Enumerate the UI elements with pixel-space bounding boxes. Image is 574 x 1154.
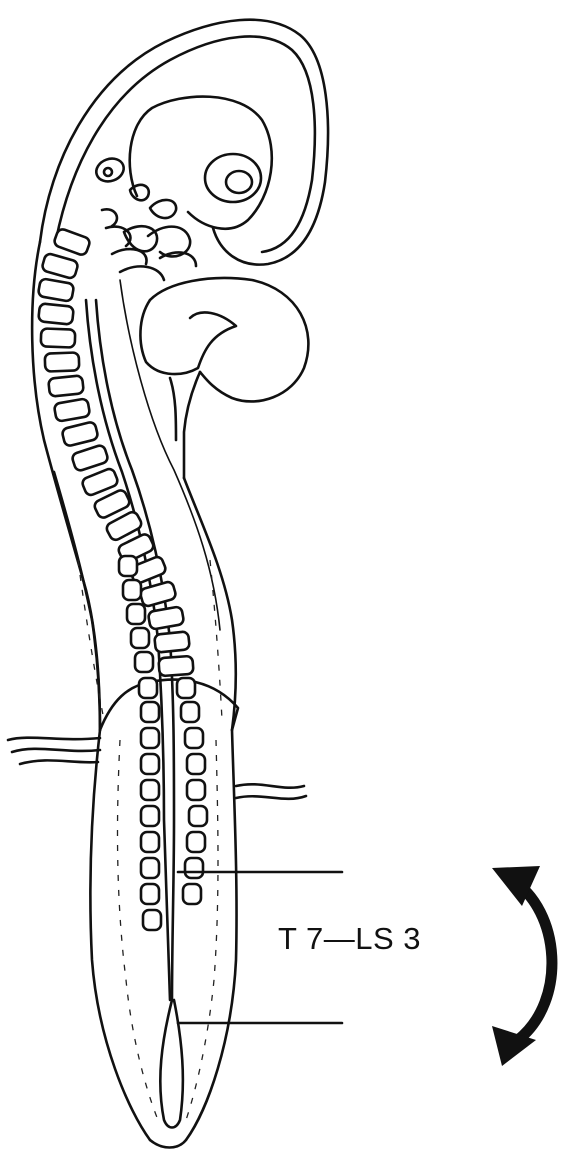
cord-left [8, 738, 100, 764]
somite-column [38, 228, 207, 930]
somite [53, 228, 91, 257]
somite [141, 780, 159, 800]
head-inner-outline [56, 37, 315, 252]
somite [185, 728, 203, 748]
cord-right [236, 784, 306, 799]
somite [71, 444, 109, 472]
somite [38, 303, 74, 324]
pharyngeal-arches [102, 185, 196, 280]
body-stalk [184, 372, 200, 478]
somite [154, 631, 190, 652]
rotation-arrow-icon [492, 866, 552, 1066]
optic-vesicle [205, 154, 261, 202]
somite [183, 884, 201, 904]
somite [158, 656, 193, 676]
somite [48, 375, 84, 396]
somite [139, 581, 177, 608]
somite [127, 604, 145, 624]
somite [189, 806, 207, 826]
somite [185, 858, 203, 878]
somite [141, 728, 159, 748]
head-outline [40, 20, 328, 265]
somite [187, 780, 205, 800]
somite [41, 328, 76, 347]
heart-bulge [150, 278, 308, 401]
somite [54, 398, 91, 422]
neural-pore [160, 1000, 183, 1128]
somite [141, 702, 159, 722]
somite [41, 253, 79, 280]
somite [143, 910, 161, 930]
somite [187, 832, 205, 852]
somite [181, 702, 199, 722]
heart-inner [140, 300, 236, 374]
somite [131, 628, 149, 648]
section-cut [100, 680, 238, 730]
somite [139, 678, 157, 698]
somite [177, 678, 195, 698]
somite [187, 754, 205, 774]
somite [141, 832, 159, 852]
somite [45, 352, 80, 371]
segment-label: T 7—LS 3 [278, 921, 421, 957]
somite [135, 652, 153, 672]
otic-pit [104, 168, 112, 176]
somite [123, 580, 141, 600]
somite [61, 421, 98, 447]
somite [38, 278, 75, 302]
somite [141, 754, 159, 774]
somite [141, 858, 159, 878]
somite [141, 884, 159, 904]
somite [119, 556, 137, 576]
lens [226, 171, 252, 193]
somite [141, 806, 159, 826]
